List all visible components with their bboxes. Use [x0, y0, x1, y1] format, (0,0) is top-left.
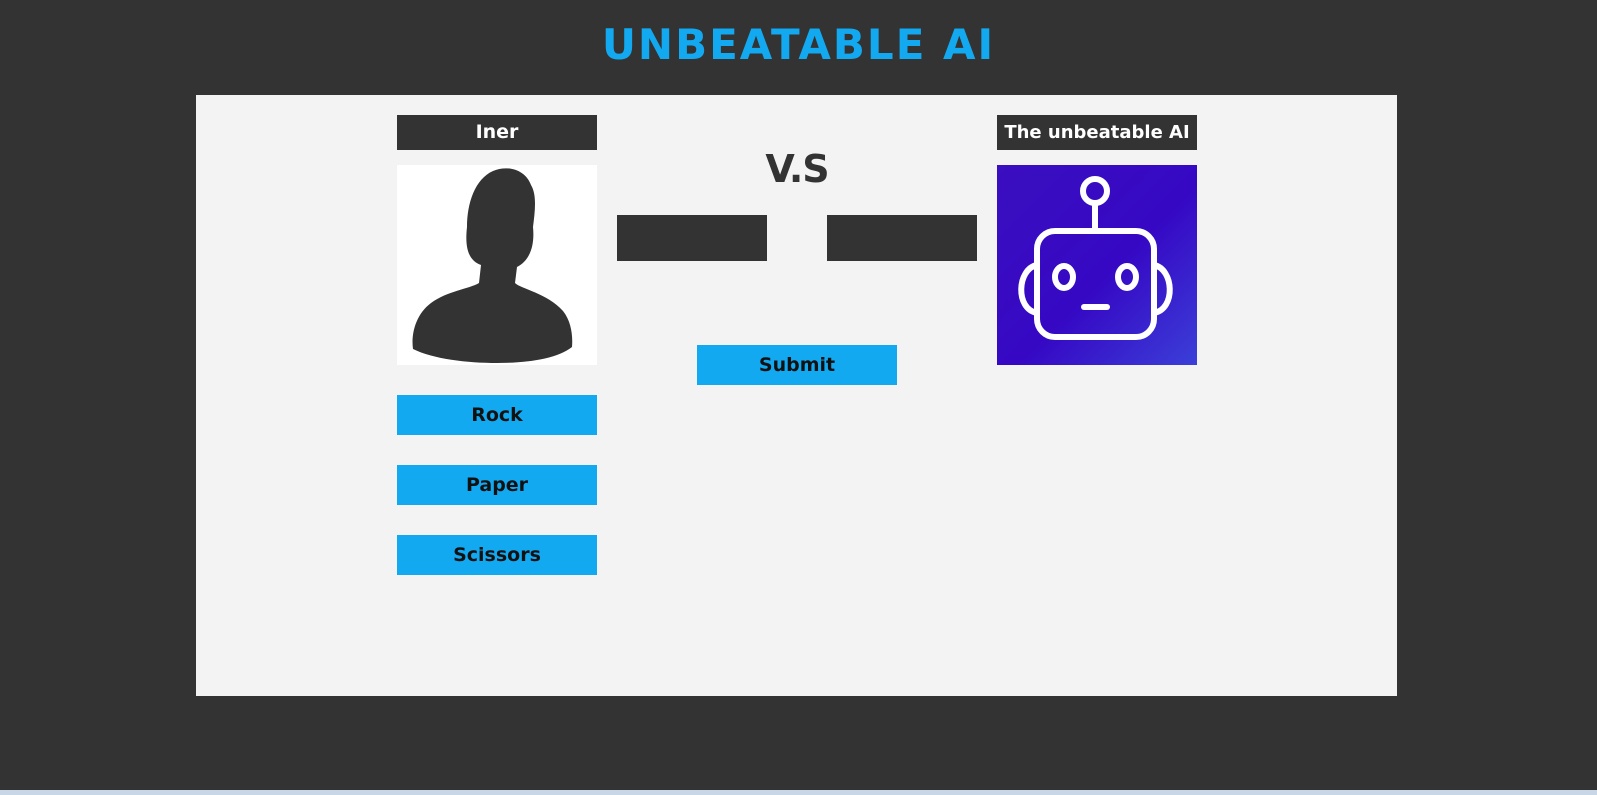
app-title: UNBEATABLE AI	[601, 20, 996, 69]
player-choice-display	[617, 215, 767, 261]
robot-face-icon	[1018, 176, 1173, 340]
player-name-label: Iner	[397, 115, 597, 150]
paper-button[interactable]: Paper	[397, 465, 597, 505]
versus-label: V.S	[765, 147, 829, 191]
ai-name-label: The unbeatable AI	[997, 115, 1197, 150]
game-board: Iner V.S The unbeatable AI Submit Rock	[196, 95, 1397, 696]
submit-button[interactable]: Submit	[697, 345, 897, 385]
taskbar-strip	[0, 790, 1597, 795]
ai-avatar	[997, 165, 1197, 365]
rock-button[interactable]: Rock	[397, 395, 597, 435]
player-avatar	[397, 165, 597, 365]
user-silhouette-icon	[412, 168, 573, 363]
scissors-button[interactable]: Scissors	[397, 535, 597, 575]
ai-choice-display	[827, 215, 977, 261]
